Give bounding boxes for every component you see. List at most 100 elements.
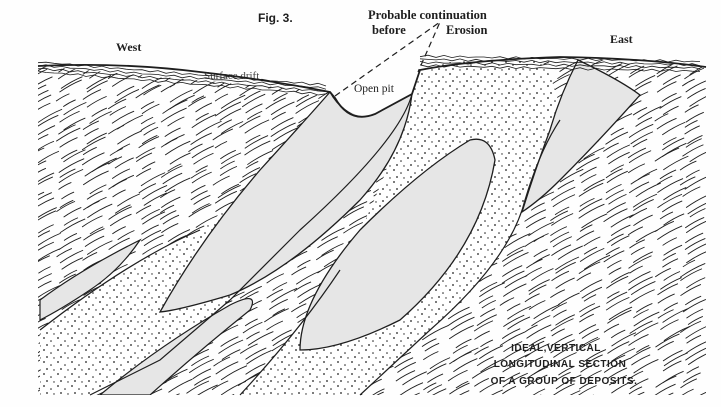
hatch-stroke bbox=[713, 194, 721, 204]
fig-number: Fig. 3. bbox=[258, 11, 293, 25]
hatch-stroke bbox=[584, 179, 605, 191]
hatch-stroke bbox=[215, 141, 227, 148]
hatch-stroke bbox=[631, 355, 650, 365]
hatch-stroke bbox=[707, 74, 721, 87]
hatch-stroke bbox=[480, 340, 493, 347]
hatch-stroke bbox=[558, 293, 579, 305]
hatch-stroke bbox=[213, 129, 233, 140]
hatch-stroke bbox=[707, 132, 721, 143]
hatch-stroke bbox=[60, 111, 80, 122]
hatch-stroke bbox=[188, 144, 202, 152]
hatch-stroke bbox=[60, 219, 85, 233]
hatch-stroke bbox=[714, 317, 721, 325]
hatch-stroke bbox=[685, 233, 703, 243]
hatch-stroke bbox=[687, 88, 705, 98]
hatch-stroke bbox=[85, 163, 110, 177]
hatch-stroke bbox=[214, 357, 231, 366]
hatch-stroke bbox=[688, 201, 712, 214]
hatch-stroke bbox=[139, 137, 159, 148]
hatch-stroke bbox=[607, 234, 624, 243]
hatch-stroke bbox=[480, 309, 495, 317]
hatch-stroke bbox=[117, 131, 141, 144]
hatch-stroke bbox=[655, 221, 674, 231]
hatch-stroke bbox=[713, 157, 721, 170]
hatch-stroke bbox=[161, 108, 187, 122]
hatch-stroke bbox=[291, 304, 306, 312]
hatch-stroke bbox=[453, 345, 468, 353]
hatch-stroke bbox=[713, 102, 721, 109]
hatch-stroke bbox=[662, 93, 677, 101]
hatch-stroke bbox=[680, 284, 700, 295]
hatch-stroke bbox=[35, 231, 49, 239]
hatch-stroke bbox=[246, 104, 263, 113]
hatch-stroke bbox=[714, 170, 721, 184]
hatch-stroke bbox=[636, 230, 658, 242]
hatch-stroke bbox=[607, 260, 621, 268]
hatch-stroke bbox=[64, 218, 78, 226]
hatch-stroke bbox=[607, 342, 629, 354]
hatch-stroke bbox=[170, 153, 191, 164]
hatch-stroke bbox=[58, 125, 75, 134]
hatch-stroke bbox=[631, 132, 653, 144]
hatch-stroke bbox=[663, 214, 684, 225]
hatch-stroke bbox=[550, 290, 565, 298]
hatch-stroke bbox=[136, 153, 152, 162]
hatch-stroke bbox=[474, 378, 488, 386]
hatch-stroke bbox=[579, 262, 600, 274]
hatch-stroke bbox=[112, 74, 134, 86]
hatch-stroke bbox=[246, 135, 261, 143]
hatch-stroke bbox=[607, 171, 628, 182]
hatch-stroke bbox=[680, 161, 696, 170]
hatch-stroke bbox=[118, 230, 135, 239]
hatch-stroke bbox=[92, 108, 107, 116]
hatch-stroke bbox=[395, 66, 410, 74]
hatch-stroke bbox=[663, 361, 681, 371]
hatch-stroke bbox=[581, 214, 607, 228]
hatch-stroke bbox=[317, 66, 337, 77]
hatch-stroke bbox=[449, 383, 469, 394]
hatch-stroke bbox=[161, 84, 175, 92]
hatch-stroke bbox=[711, 234, 721, 248]
hatch-stroke bbox=[430, 358, 450, 369]
hatch-stroke bbox=[30, 148, 44, 156]
hatch-stroke bbox=[370, 392, 383, 399]
hatch-stroke bbox=[215, 94, 228, 101]
hatch-stroke bbox=[662, 138, 684, 150]
hatch-stroke bbox=[343, 99, 358, 107]
hatch-stroke bbox=[658, 294, 675, 303]
hatch-stroke bbox=[682, 79, 694, 86]
hatch-stroke bbox=[658, 341, 674, 350]
hatch-stroke bbox=[716, 332, 721, 346]
hatch-stroke bbox=[687, 367, 699, 374]
hatch-stroke bbox=[218, 185, 241, 197]
hatch-stroke bbox=[142, 135, 157, 143]
hatch-stroke bbox=[556, 278, 575, 288]
hatch-stroke bbox=[316, 250, 333, 260]
hatch-stroke bbox=[109, 207, 132, 220]
hatch-stroke bbox=[427, 364, 446, 375]
hatch-stroke bbox=[609, 307, 632, 320]
hatch-stroke bbox=[663, 309, 688, 323]
hatch-stroke bbox=[113, 190, 126, 197]
hatch-stroke bbox=[117, 194, 140, 206]
hatch-stroke bbox=[35, 173, 54, 183]
hatch-stroke bbox=[136, 148, 155, 159]
hatch-stroke bbox=[577, 231, 595, 241]
hatch-stroke bbox=[611, 330, 625, 338]
hatch-stroke bbox=[475, 347, 489, 355]
hatch-stroke bbox=[297, 260, 310, 267]
hatch-stroke bbox=[481, 390, 503, 402]
hatch-stroke bbox=[680, 263, 705, 277]
hatch-stroke bbox=[633, 139, 647, 147]
hatch-stroke bbox=[584, 255, 610, 269]
hatch-stroke bbox=[142, 185, 167, 199]
hatch-stroke bbox=[606, 297, 629, 310]
hatch-stroke bbox=[425, 343, 439, 351]
hatch-stroke bbox=[83, 229, 104, 241]
open-pit-label: Open pit bbox=[354, 83, 395, 95]
hatch-stroke bbox=[90, 111, 112, 123]
hatch-stroke bbox=[83, 171, 108, 185]
hatch-stroke bbox=[713, 385, 721, 396]
hatch-stroke bbox=[611, 225, 630, 236]
